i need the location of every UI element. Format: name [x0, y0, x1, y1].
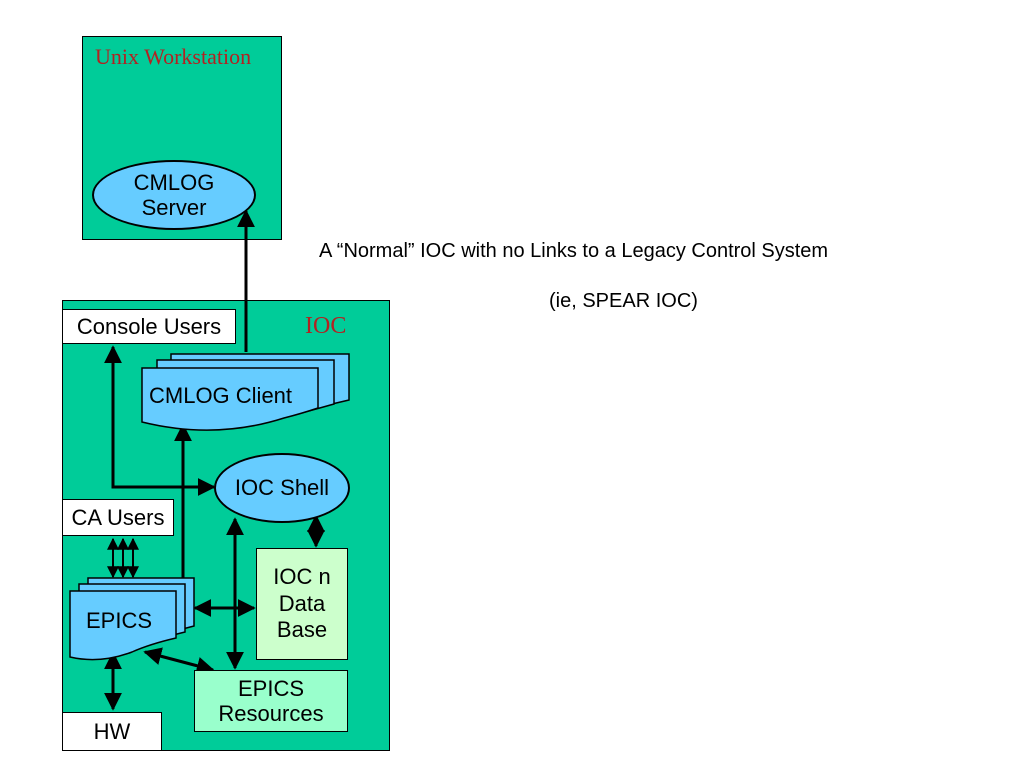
cmlog-client-label: CMLOG Client — [149, 383, 293, 408]
console-users-box: Console Users — [62, 309, 236, 344]
hw-box: HW — [62, 712, 162, 751]
unix-workstation-title: Unix Workstation — [95, 44, 252, 69]
ioc-title: IOC — [305, 313, 347, 339]
ca-users-box: CA Users — [62, 499, 174, 536]
ioc-shell-label: IOC Shell — [234, 475, 330, 501]
ioc-database-box: IOC n Data Base — [256, 548, 348, 660]
epics-resources-box: EPICS Resources — [194, 670, 348, 732]
ioc-database-line3: Base — [276, 617, 328, 643]
arrow-console-to-shell — [104, 345, 216, 496]
epics-resources-line2: Resources — [218, 701, 324, 726]
cmlog-server-node: CMLOG Server — [92, 160, 256, 230]
ioc-database-line2: Data — [278, 590, 326, 616]
ioc-database-line1: IOC n — [273, 564, 331, 590]
arrow-epics-to-resources — [143, 647, 215, 675]
epics-label: EPICS — [86, 608, 153, 633]
cmlog-server-line2: Server — [141, 195, 207, 220]
ioc-shell-node: IOC Shell — [214, 453, 350, 523]
epics-resources-line1: EPICS — [237, 675, 305, 701]
caption-subtitle: (ie, SPEAR IOC) — [549, 290, 698, 312]
cmlog-server-line1: CMLOG — [133, 169, 215, 195]
caption-title: A “Normal” IOC with no Links to a Legacy… — [319, 240, 829, 262]
